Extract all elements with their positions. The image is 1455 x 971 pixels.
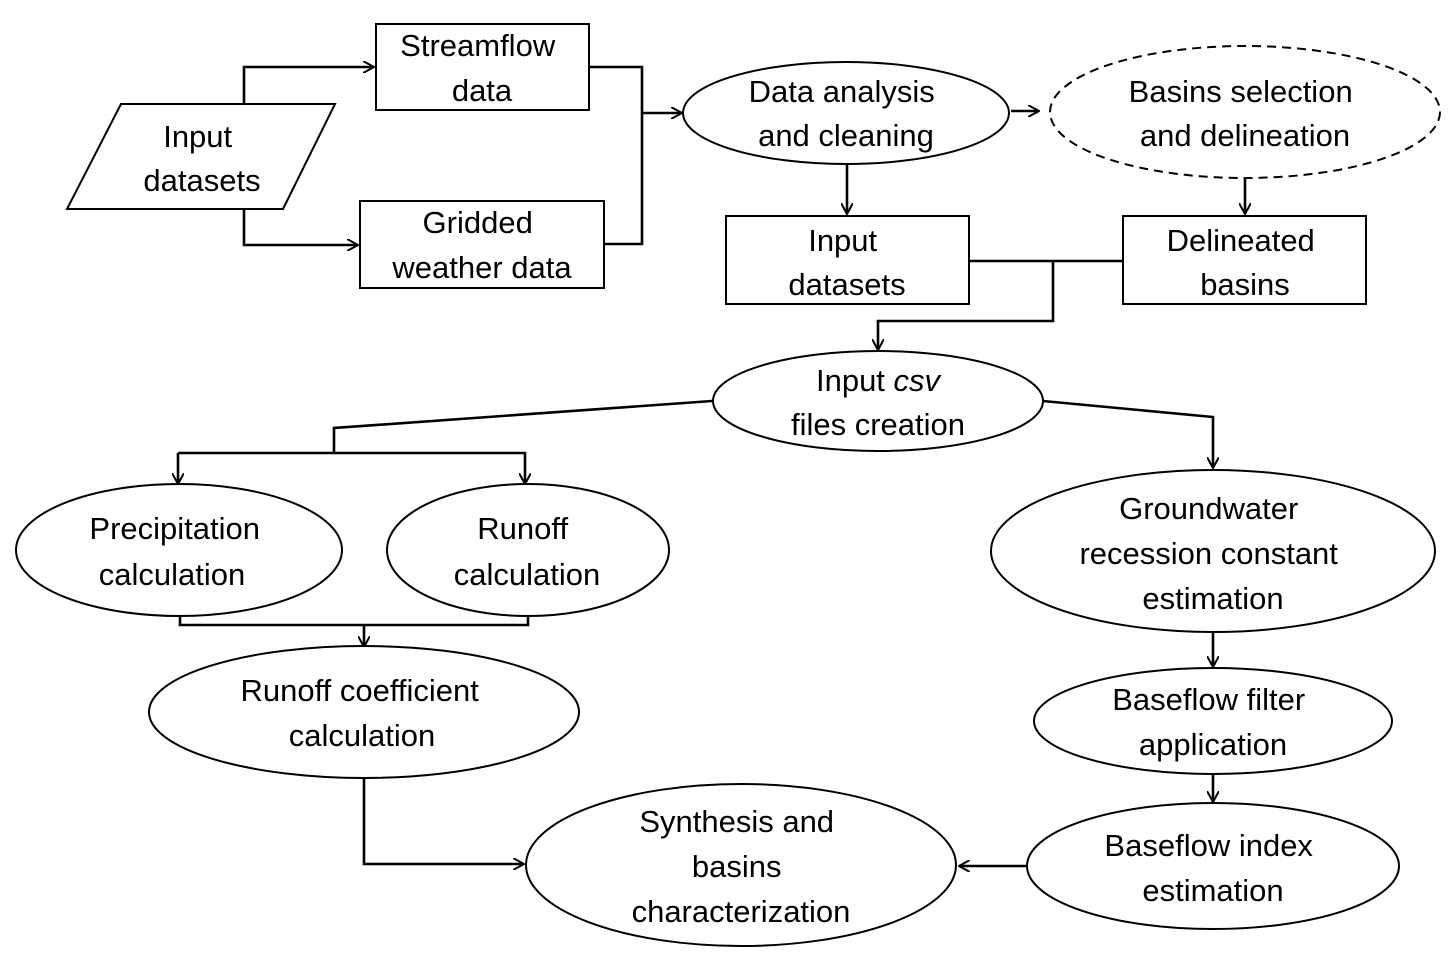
node-label-line: Streamflow <box>400 28 556 63</box>
svg-text:Runoff calculation: Runoff calculation <box>454 511 600 592</box>
connector-input-to-streamflow <box>242 67 374 104</box>
node-gridded-weather-data: Gridded weather data <box>359 200 605 289</box>
node-runoff-calc: Runoff calculation <box>386 483 670 617</box>
connector-to-precipitation <box>178 451 334 484</box>
node-csv-creation: Input csv files creation <box>712 350 1044 452</box>
node-precipitation-calc: Precipitation calculation <box>15 483 343 617</box>
node-label-line: Delineated <box>1167 223 1315 258</box>
node-label-line: Input <box>163 119 232 154</box>
node-label-line: basins <box>692 849 782 884</box>
node-delineated-basins: Delineated basins <box>1122 215 1367 305</box>
node-groundwater-recession: Groundwater recession constant estimatio… <box>990 469 1436 633</box>
svg-text:Input datasets: Input datasets <box>788 223 905 302</box>
node-label-line: Synthesis and <box>639 804 834 839</box>
connector-to-csv-creation <box>878 261 1055 350</box>
node-label-line: Baseflow index <box>1104 828 1313 863</box>
node-label-line: estimation <box>1142 873 1283 908</box>
node-label-line: Basins selection <box>1129 74 1353 109</box>
connector-csv-to-groundwater <box>1042 399 1213 468</box>
node-label-line: and cleaning <box>758 118 934 153</box>
node-label-line: files creation <box>791 407 965 442</box>
node-synthesis: Synthesis and basins characterization <box>525 783 957 947</box>
node-baseflow-filter: Baseflow filter application <box>1033 667 1393 775</box>
connector-to-runoff <box>334 451 525 484</box>
connector-runoff-coefficient-to-synthesis <box>362 778 524 864</box>
node-input-datasets-raw: Input datasets <box>65 103 337 210</box>
node-label-line: Runoff coefficient <box>240 673 479 708</box>
node-label-line: Input <box>808 223 877 258</box>
connector-csv-to-calculations <box>332 399 713 453</box>
connector-streamflow-to-analysis <box>589 65 644 246</box>
node-data-analysis: Data analysis and cleaning <box>682 61 1010 165</box>
node-label-line: estimation <box>1142 581 1283 616</box>
node-label-line: application <box>1139 727 1287 762</box>
node-label-line: Precipitation <box>89 511 260 546</box>
svg-text:Runoff coefficient calcu: Runoff coefficient calculation <box>240 673 487 753</box>
node-label-line: and delineation <box>1140 118 1350 153</box>
node-label-line: data <box>452 73 513 108</box>
node-baseflow-index: Baseflow index estimation <box>1026 802 1400 930</box>
connectors <box>178 67 1245 866</box>
node-label-line: basins <box>1200 267 1290 302</box>
node-basins-selection: Basins selection and delineation <box>1049 45 1441 179</box>
svg-text:Synthesis and basins: Synthesis and basins characterization <box>632 804 851 929</box>
node-label-line: characterization <box>632 894 851 929</box>
svg-text:Basins selection and del: Basins selection and delineation <box>1129 74 1362 153</box>
node-label-line: Gridded <box>423 205 533 240</box>
node-label-line: datasets <box>788 267 905 302</box>
svg-text:Groundwater recession co: Groundwater recession constant estimatio… <box>1079 491 1346 616</box>
node-label-line: weather data <box>391 250 572 285</box>
svg-text:Baseflow index estimatio: Baseflow index estimation <box>1104 828 1321 908</box>
connector-calcs-merge <box>178 616 530 627</box>
node-label-line: Input csv <box>816 363 942 398</box>
svg-text:Baseflow filter applicat: Baseflow filter application <box>1112 682 1314 762</box>
node-label-line: recession constant <box>1079 536 1338 571</box>
svg-text:Streamflow data: Streamflow data <box>400 28 564 108</box>
node-label-line: calculation <box>454 557 600 592</box>
node-label-line: calculation <box>289 718 435 753</box>
svg-text:Data analysis and cleani: Data analysis and cleaning <box>749 74 944 153</box>
svg-text:Gridded weather data: Gridded weather data <box>391 205 572 285</box>
node-label-line: Baseflow filter <box>1112 682 1305 717</box>
node-label-line: Data analysis <box>749 74 935 109</box>
node-label-line: Groundwater <box>1119 491 1298 526</box>
svg-text:Precipitation calculatio: Precipitation calculation <box>89 511 268 592</box>
node-runoff-coefficient: Runoff coefficient calculation <box>148 645 580 779</box>
node-label-line: Runoff <box>477 511 568 546</box>
node-label-line: calculation <box>99 557 245 592</box>
connector-input-to-gridded <box>242 209 358 245</box>
node-label-line: datasets <box>143 163 260 198</box>
svg-text:Delineated basins: Delineated basins <box>1167 223 1324 302</box>
node-input-datasets-clean: Input datasets <box>725 215 970 305</box>
node-streamflow-data: Streamflow data <box>375 23 590 111</box>
svg-text:Input datasets: Input datasets <box>143 119 260 198</box>
